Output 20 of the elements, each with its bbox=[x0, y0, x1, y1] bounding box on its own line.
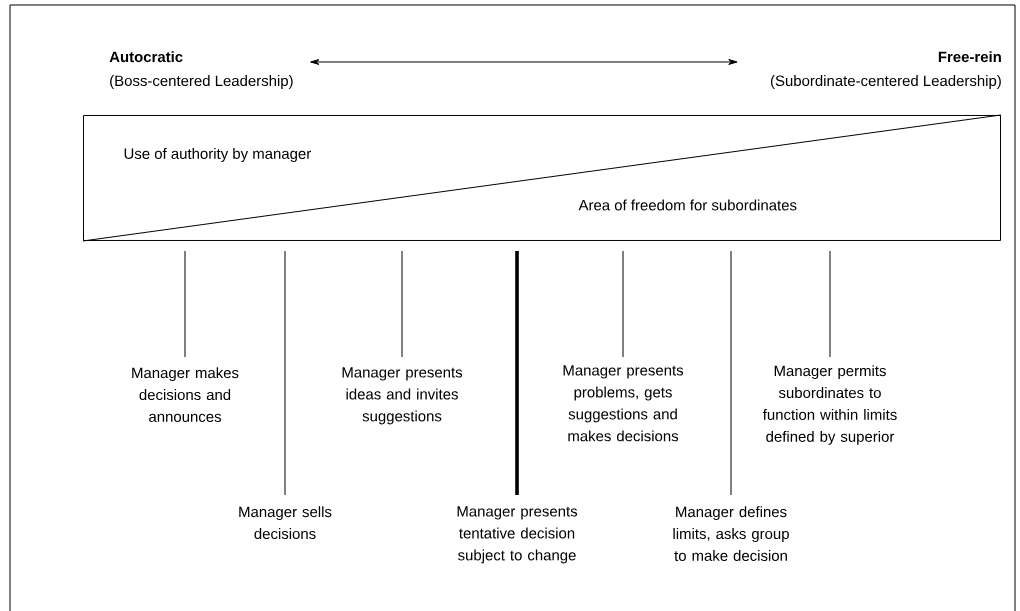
area-label: Area of freedom for subordinates bbox=[578, 199, 797, 211]
leader-line bbox=[730, 250, 732, 496]
leader-line bbox=[622, 250, 624, 358]
leader-line bbox=[829, 250, 831, 358]
behavior-label: Manager presents problems, gets suggestions and makes decisions bbox=[563, 365, 684, 442]
style-label: Free-rein (Subordinate-centered Leadership) bbox=[770, 51, 1001, 89]
leader-line bbox=[515, 251, 519, 495]
style-label: Autocratic (Boss-centered Leadership) bbox=[109, 51, 293, 89]
double-arrow bbox=[310, 59, 738, 65]
behavior-label: Manager permits subordinates to function within limits defined by superior bbox=[762, 365, 897, 445]
leader-line bbox=[184, 250, 186, 358]
behavior-label: Manager presents ideas and invites suggestions bbox=[342, 367, 463, 425]
leader-line bbox=[401, 250, 403, 358]
behavior-label: Manager makes decisions and announces bbox=[132, 367, 239, 422]
behavior-label: Manager sells decisions bbox=[239, 506, 332, 540]
authority-rectangle bbox=[82, 114, 1002, 242]
behavior-label: Manager defines limits, asks group to make decision bbox=[673, 506, 789, 561]
behavior-label: Manager presents tentative decision subject to change bbox=[457, 506, 578, 564]
leader-line bbox=[284, 250, 286, 496]
area-label: Use of authority by manager bbox=[124, 148, 311, 162]
